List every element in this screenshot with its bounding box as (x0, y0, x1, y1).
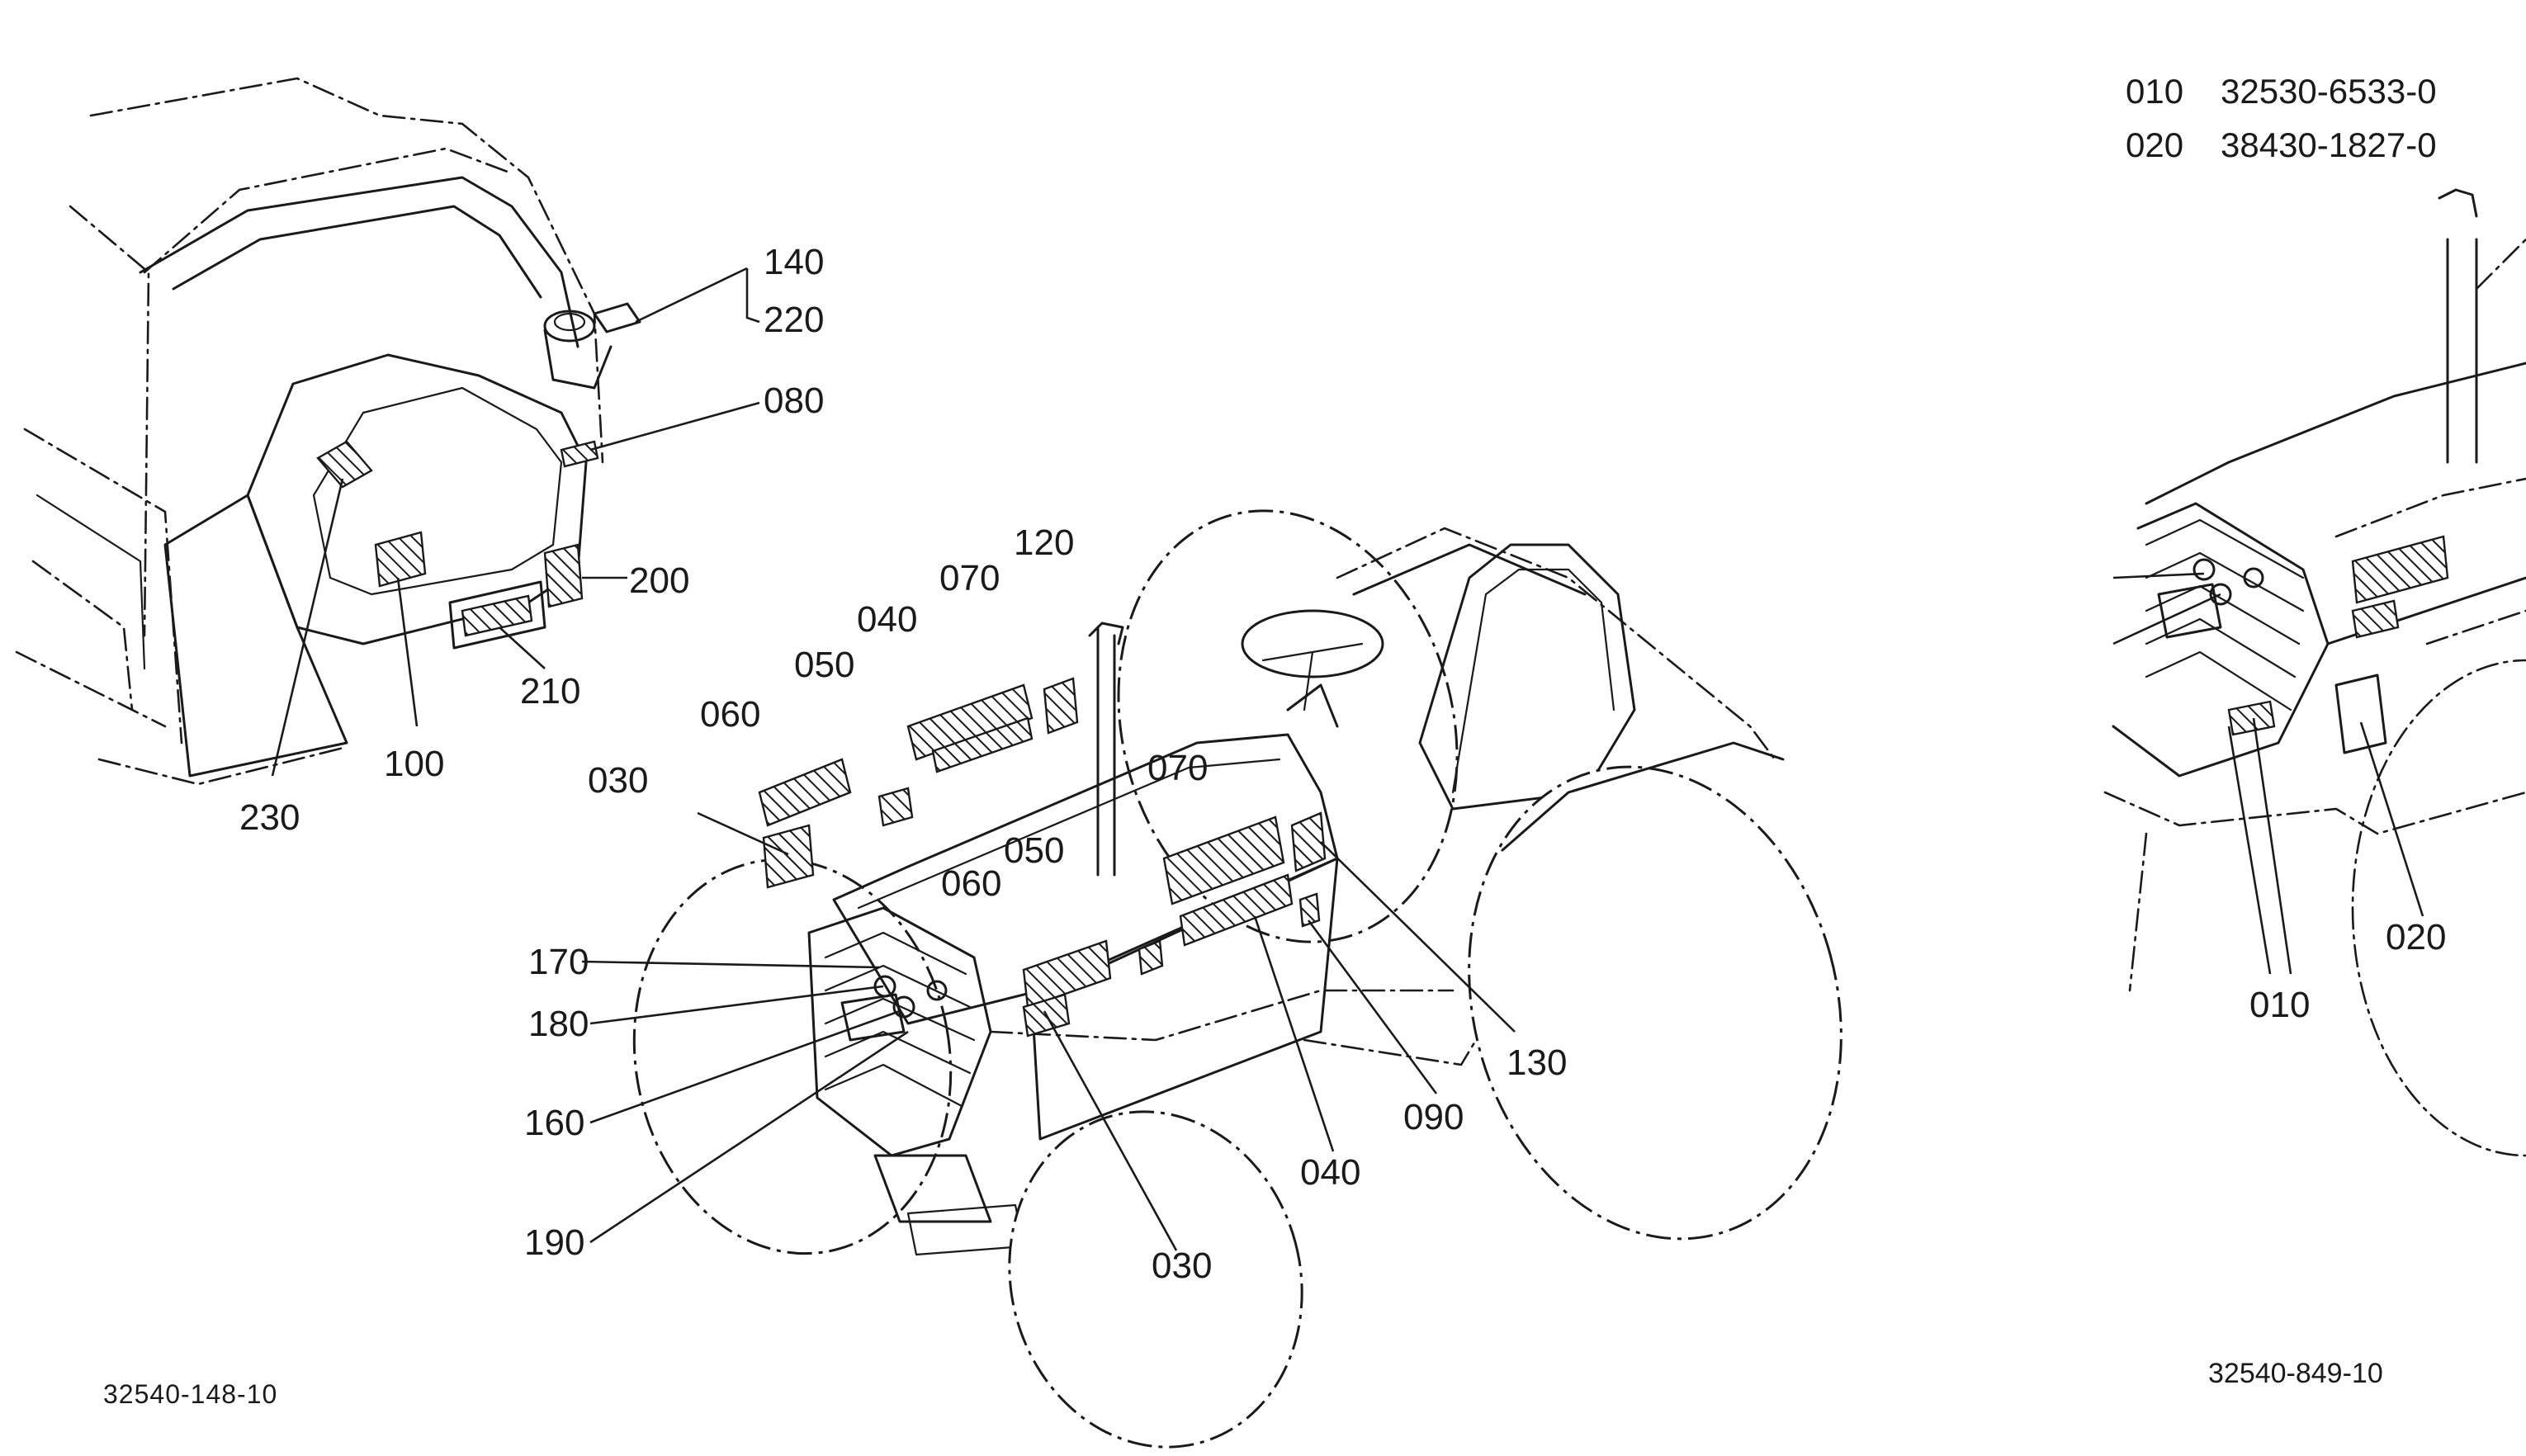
callout-050-lower: 050 (1004, 830, 1064, 871)
callout-020: 020 (2386, 917, 2446, 957)
callout-labels: 140 220 080 200 210 100 230 120 070 040 … (239, 242, 2446, 1286)
tractor-leaders (581, 811, 1516, 1251)
callout-210: 210 (520, 671, 580, 711)
callout-040-upper: 040 (857, 599, 917, 640)
callout-160: 160 (524, 1103, 584, 1143)
callout-230: 230 (239, 797, 300, 838)
callout-050-upper: 050 (794, 645, 854, 685)
callout-030-upper: 030 (588, 760, 648, 801)
callout-200: 200 (629, 560, 689, 601)
callout-010: 010 (2249, 985, 2310, 1025)
callout-090: 090 (1403, 1097, 1464, 1137)
callout-070-lower: 070 (1147, 748, 1208, 788)
callout-100: 100 (384, 744, 444, 784)
callout-040-lower: 040 (1300, 1152, 1360, 1193)
part-row-number-020: 38430-1827-0 (2221, 125, 2437, 164)
dashboard-leaders (271, 267, 760, 777)
grille-detail-view (2103, 188, 2526, 1157)
callout-130: 130 (1507, 1042, 1567, 1083)
callout-140: 140 (764, 242, 824, 282)
callout-030-lower: 030 (1152, 1246, 1212, 1286)
callout-190: 190 (524, 1222, 584, 1263)
dashboard-view (15, 77, 641, 786)
callout-220: 220 (764, 300, 824, 340)
part-row-number-010: 32530-6533-0 (2221, 72, 2437, 111)
part-row-ref-010: 010 (2126, 72, 2183, 111)
callout-120: 120 (1014, 522, 1074, 563)
callout-070-upper: 070 (939, 558, 1000, 598)
callout-170: 170 (528, 942, 589, 982)
tractor-view (632, 509, 1842, 1449)
callout-080: 080 (764, 381, 824, 421)
callout-060-upper: 060 (700, 694, 760, 735)
callout-180: 180 (528, 1004, 589, 1044)
figure-code-right: 32540-849-10 (2208, 1358, 2383, 1389)
part-row-ref-020: 020 (2126, 125, 2183, 164)
part-number-table: 010 32530-6533-0 020 38430-1827-0 (2126, 72, 2437, 164)
figure-code-left: 32540-148-10 (103, 1379, 277, 1409)
callout-060-lower: 060 (941, 863, 1001, 904)
